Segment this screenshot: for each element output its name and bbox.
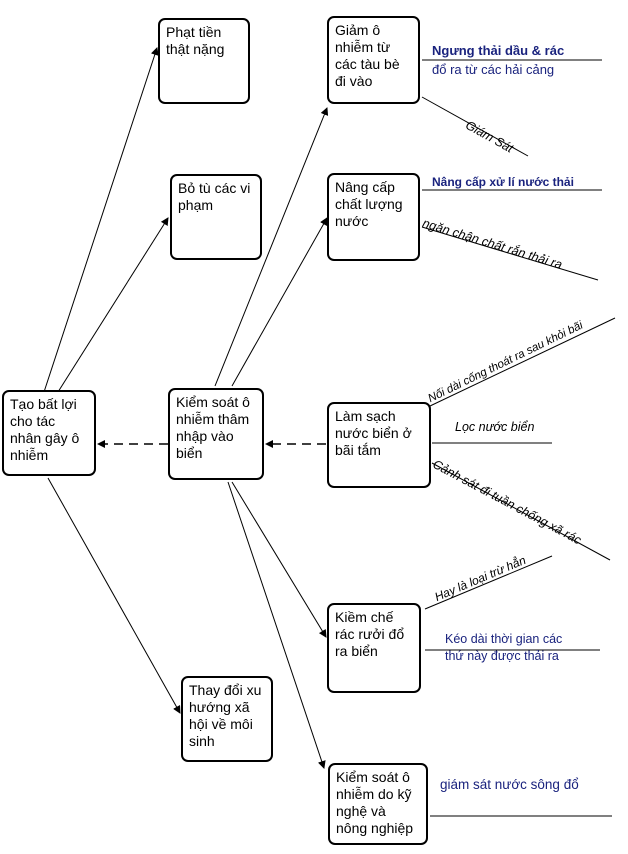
node-kiem-soat-tham-nhap: Kiểm soát ô nhiễm thâm nhập vào biển xyxy=(168,388,264,480)
label-keo-dai-1: Kéo dài thời gian các xyxy=(445,632,563,646)
node-giam-o-nhiem: Giảm ô nhiễm từ các tàu bè đi vào xyxy=(327,16,420,104)
label-keo-dai-2: thứ này được thải ra xyxy=(445,649,559,663)
node-kiem-che: Kiềm chế rác rưởi đổ ra biển xyxy=(327,603,421,693)
node-tao-bat-loi: Tạo bất lợi cho tác nhân gây ô nhiễm xyxy=(2,390,96,476)
arrow-to-giam-o-nhiem xyxy=(214,107,329,387)
label-ngung-thai-1: Ngưng thải dầu & rác xyxy=(432,43,565,58)
label-ngung-thai-2: đổ ra từ các hải cảng xyxy=(432,62,555,77)
arrow-to-bo-tu xyxy=(57,217,169,393)
arrow-to-kiem-che xyxy=(231,481,327,638)
node-kiem-soat-ky-nghe: Kiểm soát ô nhiễm do kỹ nghệ và nông ngh… xyxy=(328,763,428,845)
node-thay-doi: Thay đổi xu hướng xã hội về môi sinh xyxy=(181,676,273,762)
label-loc-nuoc: Lọc nước biển xyxy=(455,420,535,434)
arrow-to-phat-tien xyxy=(43,47,159,393)
arrow-to-thay-doi xyxy=(47,477,181,714)
node-lam-sach: Làm sạch nước biển ở bãi tắm xyxy=(327,402,431,488)
label-nang-cap-xu-li: Nâng cấp xử lí nước thải xyxy=(432,175,574,189)
label-giam-sat-nuoc: giám sát nước sông đổ xyxy=(440,777,579,792)
node-bo-tu: Bỏ tù các vi phạm xyxy=(170,174,262,260)
arrow-to-kiem-soat-ky-nghe xyxy=(227,481,326,769)
node-phat-tien: Phạt tiền thật nặng xyxy=(158,18,250,104)
arrow-to-nang-cap xyxy=(231,217,328,387)
node-nang-cap: Nâng cấp chất lượng nước xyxy=(327,173,420,261)
